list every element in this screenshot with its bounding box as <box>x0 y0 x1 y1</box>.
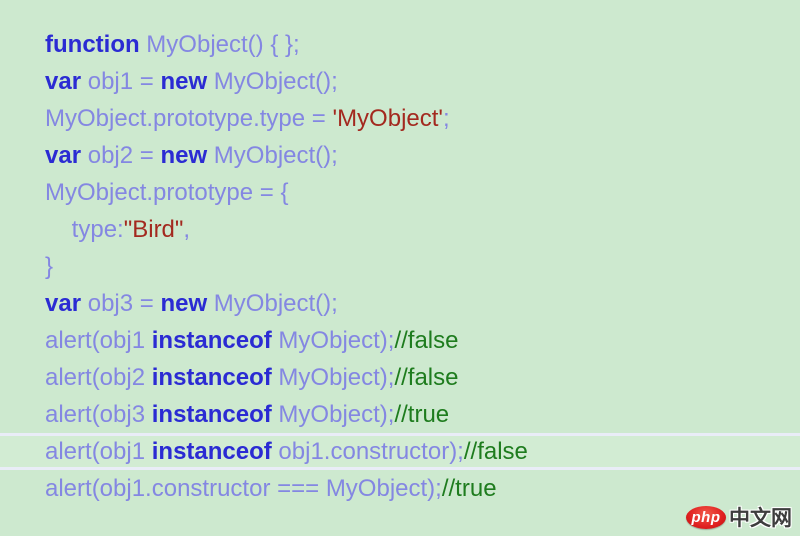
code-token-keyword: instanceof <box>151 401 272 428</box>
code-token-identifier: MyObject(); <box>207 142 338 169</box>
code-token-identifier: obj1 = <box>81 68 161 95</box>
code-line: } <box>0 248 800 285</box>
code-line: var obj2 = new MyObject(); <box>0 137 800 174</box>
php-logo-text: php <box>691 508 721 526</box>
code-token-identifier: MyObject.prototype = { <box>45 179 289 206</box>
code-token-keyword: instanceof <box>151 438 272 465</box>
code-token-comment: //false <box>463 438 528 465</box>
code-token-identifier: type: <box>45 216 124 243</box>
code-token-identifier: MyObject); <box>271 364 395 391</box>
watermark: php 中文网 <box>686 504 792 530</box>
code-token-keyword: instanceof <box>151 327 272 354</box>
code-token-keyword: instanceof <box>151 364 272 391</box>
code-line: type:"Bird", <box>0 211 800 248</box>
code-token-identifier: } <box>45 253 54 280</box>
code-token-keyword: new <box>160 142 208 169</box>
code-token-keyword: new <box>160 68 208 95</box>
code-token-identifier: MyObject); <box>271 401 395 428</box>
code-token-string: 'MyObject' <box>332 105 444 132</box>
code-token-string: "Bird" <box>123 216 184 243</box>
code-token-keyword: var <box>45 290 82 317</box>
code-token-identifier: MyObject(); <box>207 290 338 317</box>
code-token-identifier: obj1.constructor); <box>271 438 464 465</box>
code-token-identifier: alert(obj3 <box>45 401 152 428</box>
code-token-identifier: alert(obj2 <box>45 364 152 391</box>
code-token-identifier: obj2 = <box>81 142 161 169</box>
code-token-identifier: MyObject); <box>271 327 395 354</box>
code-line: var obj3 = new MyObject(); <box>0 285 800 322</box>
code-token-comment: //true <box>441 475 497 502</box>
code-token-identifier: MyObject.prototype.type = <box>45 105 333 132</box>
watermark-site-text: 中文网 <box>729 507 792 530</box>
php-logo-icon: php <box>686 505 726 529</box>
code-line: alert(obj1.constructor === MyObject);//t… <box>0 470 800 507</box>
code-line: alert(obj1 instanceof MyObject);//false <box>0 322 800 359</box>
code-token-keyword: new <box>160 290 208 317</box>
code-token-keyword: var <box>45 142 82 169</box>
code-token-comment: //false <box>394 327 459 354</box>
code-line: var obj1 = new MyObject(); <box>0 63 800 100</box>
code-token-keyword: function <box>45 31 140 58</box>
code-token-identifier: alert(obj1 <box>45 327 152 354</box>
code-line-highlighted: alert(obj1 instanceof obj1.constructor);… <box>0 433 800 470</box>
code-line: alert(obj2 instanceof MyObject);//false <box>0 359 800 396</box>
code-line: MyObject.prototype = { <box>0 174 800 211</box>
code-token-comment: //false <box>394 364 459 391</box>
code-token-identifier: MyObject() { }; <box>139 31 300 58</box>
code-token-comment: //true <box>394 401 450 428</box>
code-token-identifier: ; <box>443 105 450 132</box>
code-token-identifier: alert(obj1 <box>45 438 152 465</box>
code-line: alert(obj3 instanceof MyObject);//true <box>0 396 800 433</box>
code-token-keyword: var <box>45 68 82 95</box>
code-token-identifier: MyObject(); <box>207 68 338 95</box>
code-token-identifier: obj3 = <box>81 290 161 317</box>
code-block: function MyObject() { };var obj1 = new M… <box>0 26 800 507</box>
code-token-identifier: alert(obj1.constructor === MyObject); <box>45 475 442 502</box>
code-token-identifier: , <box>183 216 191 243</box>
code-line: function MyObject() { }; <box>0 26 800 63</box>
code-line: MyObject.prototype.type = 'MyObject'; <box>0 100 800 137</box>
